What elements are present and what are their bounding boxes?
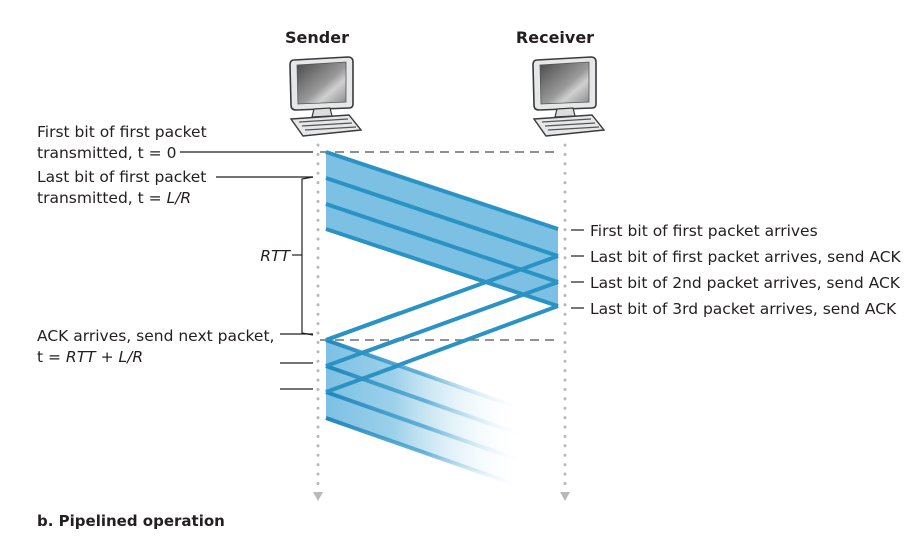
annotation-last-bit-2nd-arrives: Last bit of 2nd packet arrives, send ACK: [590, 274, 901, 292]
sender-label: Sender: [285, 28, 349, 47]
receiver-label: Receiver: [516, 28, 594, 47]
annotation-first-bit-transmitted: First bit of first packet transmitted, t…: [37, 123, 313, 162]
sender-computer-icon: [289, 56, 362, 137]
annotation-line: First bit of first packet: [37, 123, 207, 141]
annotation-last-bit-first-arrives: Last bit of first packet arrives, send A…: [590, 248, 902, 266]
receiver-annotations: First bit of first packet arrives Last b…: [571, 222, 902, 318]
next-packet-band: [326, 340, 525, 488]
annotation-ack-arrives: ACK arrives, send next packet, t = RTT +…: [37, 327, 313, 366]
next-packet-edge-1: [325, 338, 526, 412]
packet-band: [326, 152, 558, 304]
next-packet-edge-4: [325, 416, 526, 490]
receiver-computer-icon: [532, 56, 605, 137]
receiver-timeline-arrow: [560, 492, 570, 501]
packet-1-first-bit: [325, 150, 559, 231]
annotation-line: transmitted, t = L/R: [37, 189, 191, 207]
figure-caption: b. Pipelined operation: [37, 512, 225, 530]
annotation-line: Last bit of first packet: [37, 168, 206, 186]
ack-1-tail: [325, 311, 401, 342]
annotation-first-bit-arrives: First bit of first packet arrives: [590, 222, 818, 240]
annotation-last-bit-3rd-arrives: Last bit of 3rd packet arrives, send ACK: [590, 300, 897, 318]
annotation-last-bit-transmitted: Last bit of first packet transmitted, t …: [37, 168, 313, 207]
annotation-line: t = RTT + L/R: [37, 348, 143, 366]
packet-3-last-bit: [325, 227, 559, 308]
next-packet-edge-2: [325, 364, 526, 438]
annotation-line: transmitted, t = 0: [37, 144, 176, 162]
rtt-label: RTT: [260, 247, 291, 265]
sender-timeline-arrow: [313, 492, 323, 501]
annotation-line: ACK arrives, send next packet,: [37, 327, 274, 345]
ack-3-tail: [325, 363, 401, 394]
packet-1-last-bit: [325, 176, 559, 258]
ack-2-tail: [325, 337, 401, 368]
next-packet-edge-3: [325, 390, 526, 464]
rtt-bracket: [301, 176, 314, 336]
